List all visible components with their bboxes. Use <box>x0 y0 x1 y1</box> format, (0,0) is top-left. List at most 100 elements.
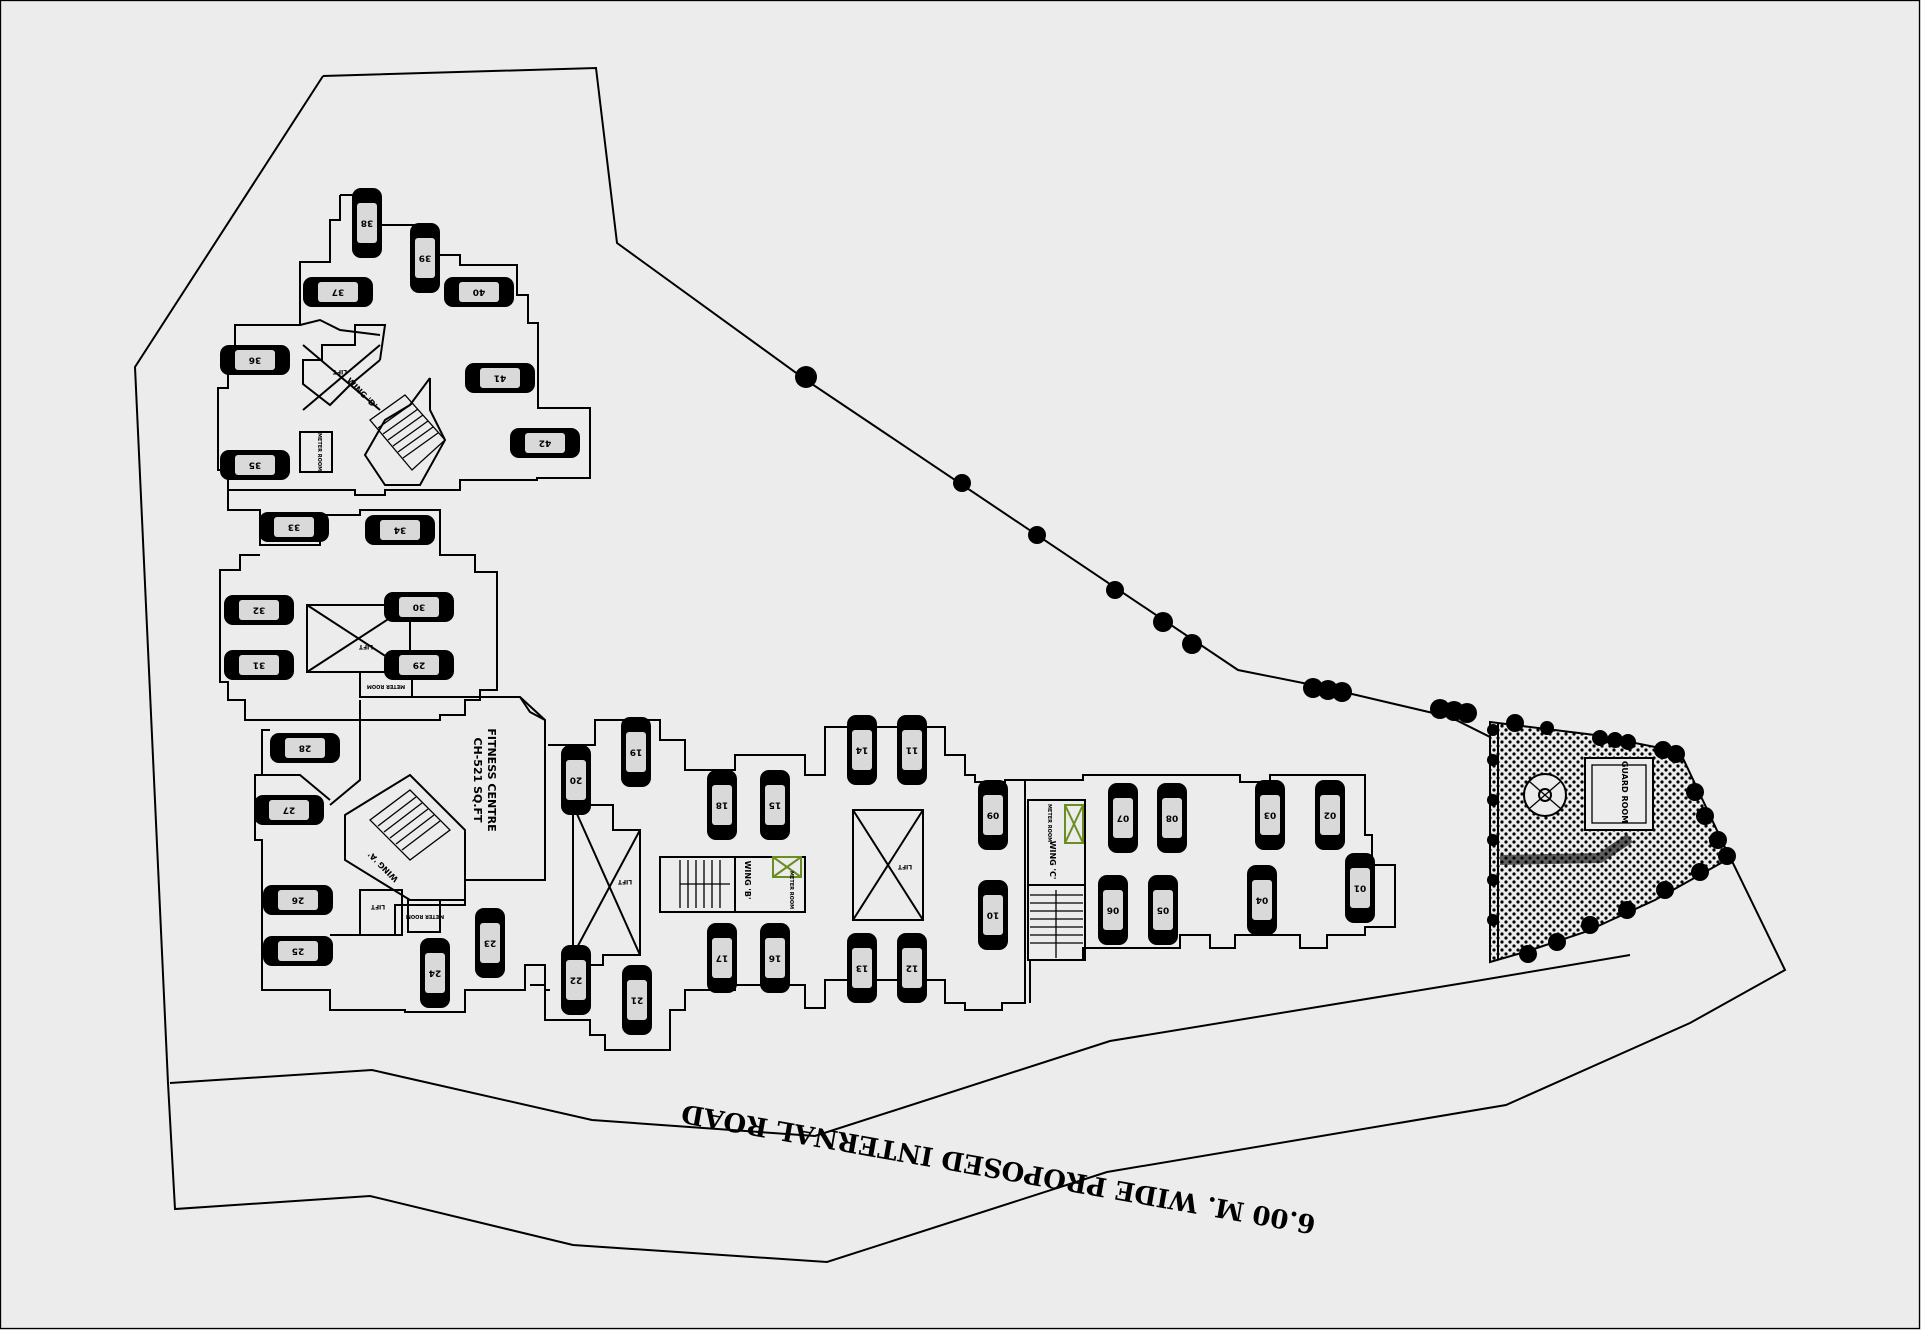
car-roof <box>852 730 872 770</box>
parking-number: 18 <box>716 800 729 810</box>
car-roof <box>480 368 520 388</box>
garden-area: GUARD ROOM <box>1489 720 1732 964</box>
car-roof <box>626 732 646 772</box>
boundary-trees <box>795 366 1477 723</box>
car-roof <box>274 517 314 537</box>
parking-number: 06 <box>1107 905 1120 915</box>
wing-d-label: WING 'D' <box>345 376 379 410</box>
parking-space-31: 31 <box>224 650 294 680</box>
parking-number: 11 <box>906 745 919 755</box>
meter-room-label-3: METER ROOM <box>406 913 444 919</box>
car-roof <box>285 738 325 758</box>
car-roof <box>1103 890 1123 930</box>
parking-space-24: 24 <box>420 938 450 1008</box>
parking-number: 36 <box>249 355 262 365</box>
parking-space-08: 08 <box>1157 783 1187 853</box>
parking-number: 12 <box>906 963 919 973</box>
lift-label-3: LIFT <box>897 863 912 870</box>
parking-space-37: 37 <box>303 277 373 307</box>
parking-space-19: 19 <box>621 717 651 787</box>
parking-number: 29 <box>413 660 426 670</box>
parking-space-40: 40 <box>444 277 514 307</box>
parking-number: 02 <box>1324 810 1337 820</box>
car-roof <box>239 655 279 675</box>
parking-number: 34 <box>394 525 407 535</box>
parking-number: 16 <box>769 953 782 963</box>
car-roof <box>318 282 358 302</box>
parking-number: 04 <box>1256 895 1269 905</box>
parking-space-02: 02 <box>1315 780 1345 850</box>
parking-space-04: 04 <box>1247 865 1277 935</box>
parking-number: 03 <box>1264 810 1277 820</box>
stair-north <box>369 394 446 471</box>
parking-number: 33 <box>288 522 301 532</box>
car-roof <box>765 938 785 978</box>
parking-space-34: 34 <box>365 515 435 545</box>
car-roof <box>1350 868 1370 908</box>
fitness-area-label: CH-521 SQ.FT <box>471 737 484 823</box>
car-roof <box>712 938 732 978</box>
building-south-west <box>254 729 550 1013</box>
car-roof <box>525 433 565 453</box>
parking-space-14: 14 <box>847 715 877 785</box>
car-roof <box>425 953 445 993</box>
car-roof <box>566 960 586 1000</box>
lift-label-1: LIFT <box>358 643 373 650</box>
parking-space-42: 42 <box>510 428 580 458</box>
fitness-centre-label: FITNESS CENTRE <box>485 728 498 831</box>
parking-number: 25 <box>292 946 305 956</box>
parking-space-12: 12 <box>897 933 927 1003</box>
parking-number: 20 <box>570 775 583 785</box>
parking-space-26: 26 <box>263 885 333 915</box>
car-roof <box>415 238 435 278</box>
parking-space-07: 07 <box>1108 783 1138 853</box>
parking-number: 30 <box>413 602 426 612</box>
car-roof <box>269 800 309 820</box>
car-roof <box>239 600 279 620</box>
parking-space-11: 11 <box>897 715 927 785</box>
car-roof <box>627 980 647 1020</box>
parking-number: 19 <box>630 747 643 757</box>
parking-number: 38 <box>361 218 374 228</box>
parking-space-21: 21 <box>622 965 652 1035</box>
parking-number: 05 <box>1157 905 1170 915</box>
parking-space-33: 33 <box>259 512 329 542</box>
parking-space-32: 32 <box>224 595 294 625</box>
parking-number: 35 <box>249 460 262 470</box>
car-roof <box>902 730 922 770</box>
lift-label-4: LIFT <box>332 368 347 375</box>
parking-number: 40 <box>473 287 486 297</box>
lift-label-2: LIFT <box>617 878 632 885</box>
parking-space-20: 20 <box>561 745 591 815</box>
stair-east <box>1030 890 1083 958</box>
car-roof <box>459 282 499 302</box>
parking-space-01: 01 <box>1345 853 1375 923</box>
parking-space-30: 30 <box>384 592 454 622</box>
road-edge <box>169 954 1631 1138</box>
car-roof <box>1260 795 1280 835</box>
car-roof <box>1320 795 1340 835</box>
parking-space-15: 15 <box>760 770 790 840</box>
car-roof <box>278 890 318 910</box>
car-roof <box>380 520 420 540</box>
parking-space-36: 36 <box>220 345 290 375</box>
parking-space-22: 22 <box>561 945 591 1015</box>
parking-space-25: 25 <box>263 936 333 966</box>
meter-room-label-2: METER ROOM <box>316 433 322 471</box>
parking-number: 01 <box>1354 883 1367 893</box>
parking-space-27: 27 <box>254 795 324 825</box>
car-roof <box>1113 798 1133 838</box>
building-north-wing <box>217 194 591 496</box>
parking-number: 39 <box>419 253 432 263</box>
car-roof <box>278 941 318 961</box>
wing-c-label: WING 'C' <box>1048 841 1057 880</box>
parking-number: 32 <box>253 605 266 615</box>
building-fitness-block <box>329 696 546 936</box>
meter-room-label-4: METER ROOM <box>788 871 794 909</box>
parking-number: 37 <box>332 287 345 297</box>
parking-number: 26 <box>292 895 305 905</box>
car-roof <box>480 923 500 963</box>
car-roof <box>712 785 732 825</box>
parking-space-41: 41 <box>465 363 535 393</box>
